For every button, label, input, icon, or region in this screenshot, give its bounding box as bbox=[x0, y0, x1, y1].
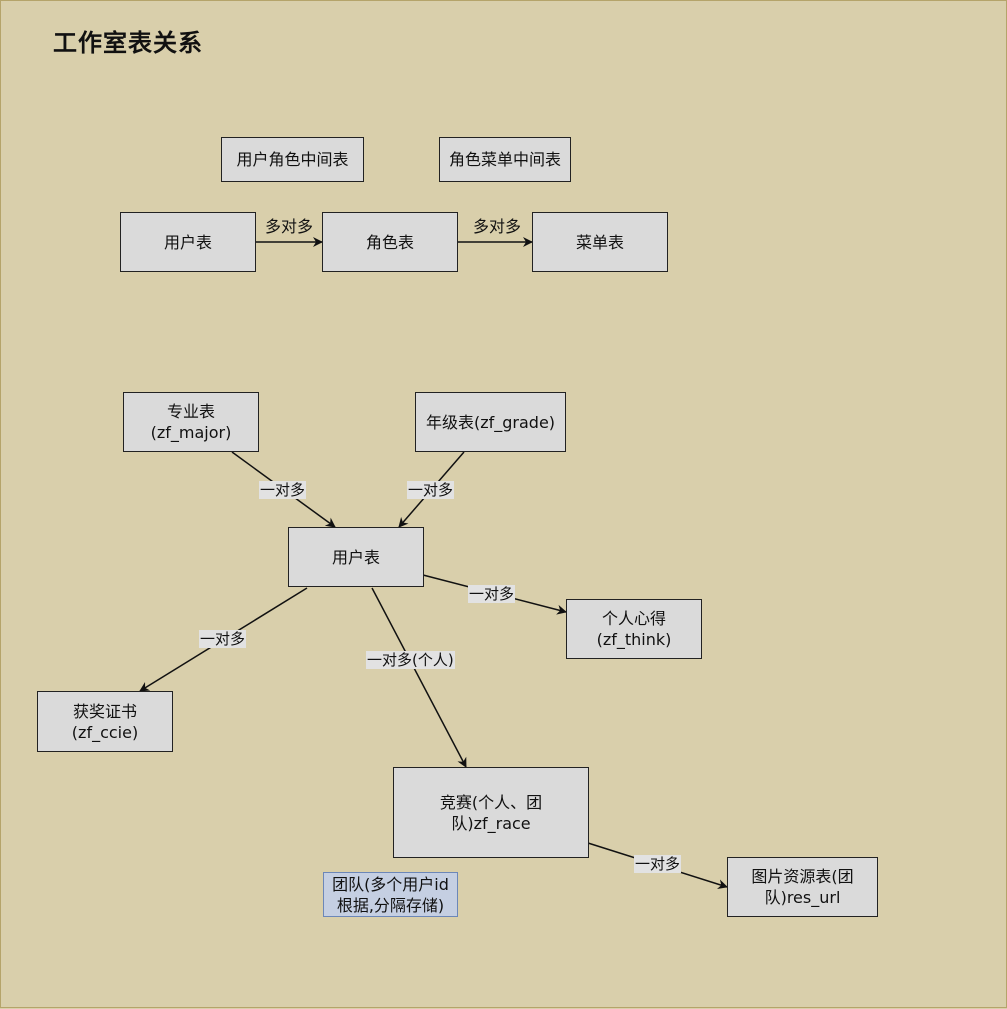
node-ccie-table[interactable]: 获奖证书 (zf_ccie) bbox=[37, 691, 173, 752]
edge-label-user-role: 多对多 bbox=[265, 217, 314, 236]
node-grade-table[interactable]: 年级表(zf_grade) bbox=[415, 392, 566, 452]
edge-label-user-think: 一对多 bbox=[468, 585, 516, 603]
edge-user-race bbox=[371, 587, 467, 768]
edge-label-user-ccie: 一对多 bbox=[199, 630, 247, 648]
node-user-table-center[interactable]: 用户表 bbox=[288, 527, 424, 587]
node-major-table[interactable]: 专业表 (zf_major) bbox=[123, 392, 259, 452]
node-role-menu-mid-table[interactable]: 角色菜单中间表 bbox=[439, 137, 571, 182]
edge-label-race-res: 一对多 bbox=[634, 855, 682, 873]
node-think-table[interactable]: 个人心得 (zf_think) bbox=[566, 599, 702, 659]
team-note[interactable]: 团队(多个用户id 根据,分隔存储) bbox=[323, 872, 458, 917]
node-race-table[interactable]: 竞赛(个人、团 队)zf_race bbox=[393, 767, 589, 858]
diagram-title: 工作室表关系 bbox=[53, 29, 203, 57]
edge-label-user-race: 一对多(个人) bbox=[366, 651, 455, 669]
node-menu-table[interactable]: 菜单表 bbox=[532, 212, 668, 272]
edge-label-major-user: 一对多 bbox=[259, 481, 307, 499]
node-user-table-top[interactable]: 用户表 bbox=[120, 212, 256, 272]
node-user-role-mid-table[interactable]: 用户角色中间表 bbox=[221, 137, 364, 182]
node-res-url-table[interactable]: 图片资源表(团 队)res_url bbox=[727, 857, 878, 917]
node-role-table[interactable]: 角色表 bbox=[322, 212, 458, 272]
edge-label-grade-user: 一对多 bbox=[407, 481, 455, 499]
edge-label-role-menu: 多对多 bbox=[473, 217, 522, 236]
